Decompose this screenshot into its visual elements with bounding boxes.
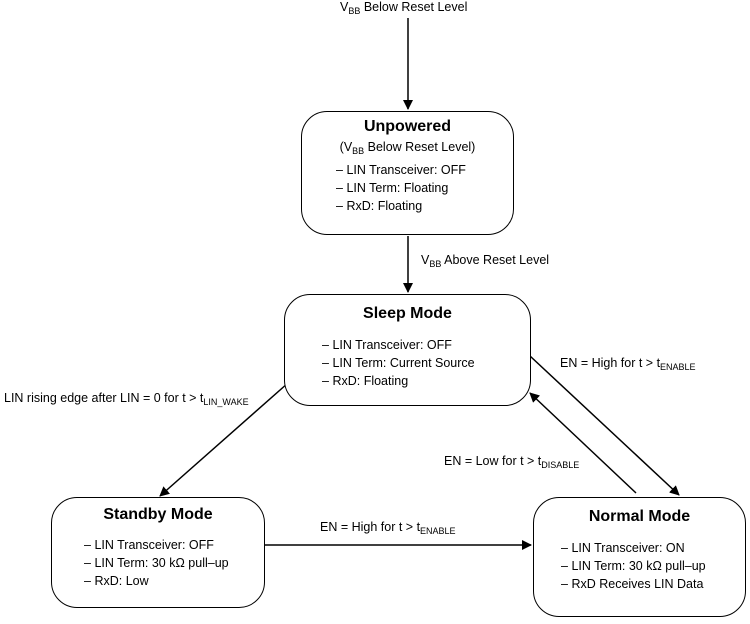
list-item: LIN Term: Floating [336, 179, 466, 197]
list-item: RxD: Floating [336, 197, 466, 215]
state-title: Unpowered [363, 118, 452, 135]
list-item: LIN Transceiver: OFF [336, 161, 465, 179]
state-title: Sleep Mode [363, 305, 452, 322]
state-attributes: LIN Transceiver: OFF LIN Term: Floating … [336, 161, 466, 215]
state-normal-mode: Normal Mode LIN Transceiver: ON LIN Term… [533, 497, 746, 617]
state-title: Standby Mode [103, 506, 213, 523]
list-item: LIN Term: 30 kΩ pull–up [84, 554, 228, 572]
standby-to-normal-label: EN = High for t > tENABLE [320, 520, 456, 536]
vbb-above-reset-label: VBB Above Reset Level [421, 253, 550, 269]
state-attributes: LIN Transceiver: OFF LIN Term: Current S… [322, 336, 475, 390]
state-subtitle: (VBB Below Reset Level) [339, 140, 476, 156]
state-unpowered: Unpowered (VBB Below Reset Level) LIN Tr… [301, 111, 514, 235]
normal-to-sleep-label: EN = Low for t > tDISABLE [444, 454, 580, 470]
vbb-below-reset-label: VBB Below Reset Level [340, 0, 468, 16]
state-standby-mode: Standby Mode LIN Transceiver: OFF LIN Te… [51, 497, 265, 608]
arrow-sleep-to-normal [529, 355, 680, 496]
list-item: LIN Transceiver: OFF [84, 536, 229, 554]
list-item: LIN Term: 30 kΩ pull–up [561, 557, 705, 575]
list-item: RxD Receives LIN Data [561, 575, 706, 593]
list-item: LIN Term: Current Source [322, 354, 474, 372]
state-attributes: LIN Transceiver: ON LIN Term: 30 kΩ pull… [561, 539, 706, 593]
arrow-normal-to-sleep [529, 392, 637, 494]
list-item: LIN Transceiver: OFF [322, 336, 475, 354]
list-item: LIN Transceiver: ON [561, 539, 706, 557]
state-attributes: LIN Transceiver: OFF LIN Term: 30 kΩ pul… [84, 536, 229, 590]
lin-wake-label: LIN rising edge after LIN = 0 for t > tL… [4, 391, 249, 407]
list-item: RxD: Floating [322, 372, 475, 390]
state-sleep-mode: Sleep Mode LIN Transceiver: OFF LIN Term… [284, 294, 531, 406]
state-title: Normal Mode [588, 508, 691, 525]
list-item: RxD: Low [84, 572, 229, 590]
sleep-to-normal-label: EN = High for t > tENABLE [560, 356, 696, 372]
arrow-sleep-to-standby [159, 382, 289, 497]
